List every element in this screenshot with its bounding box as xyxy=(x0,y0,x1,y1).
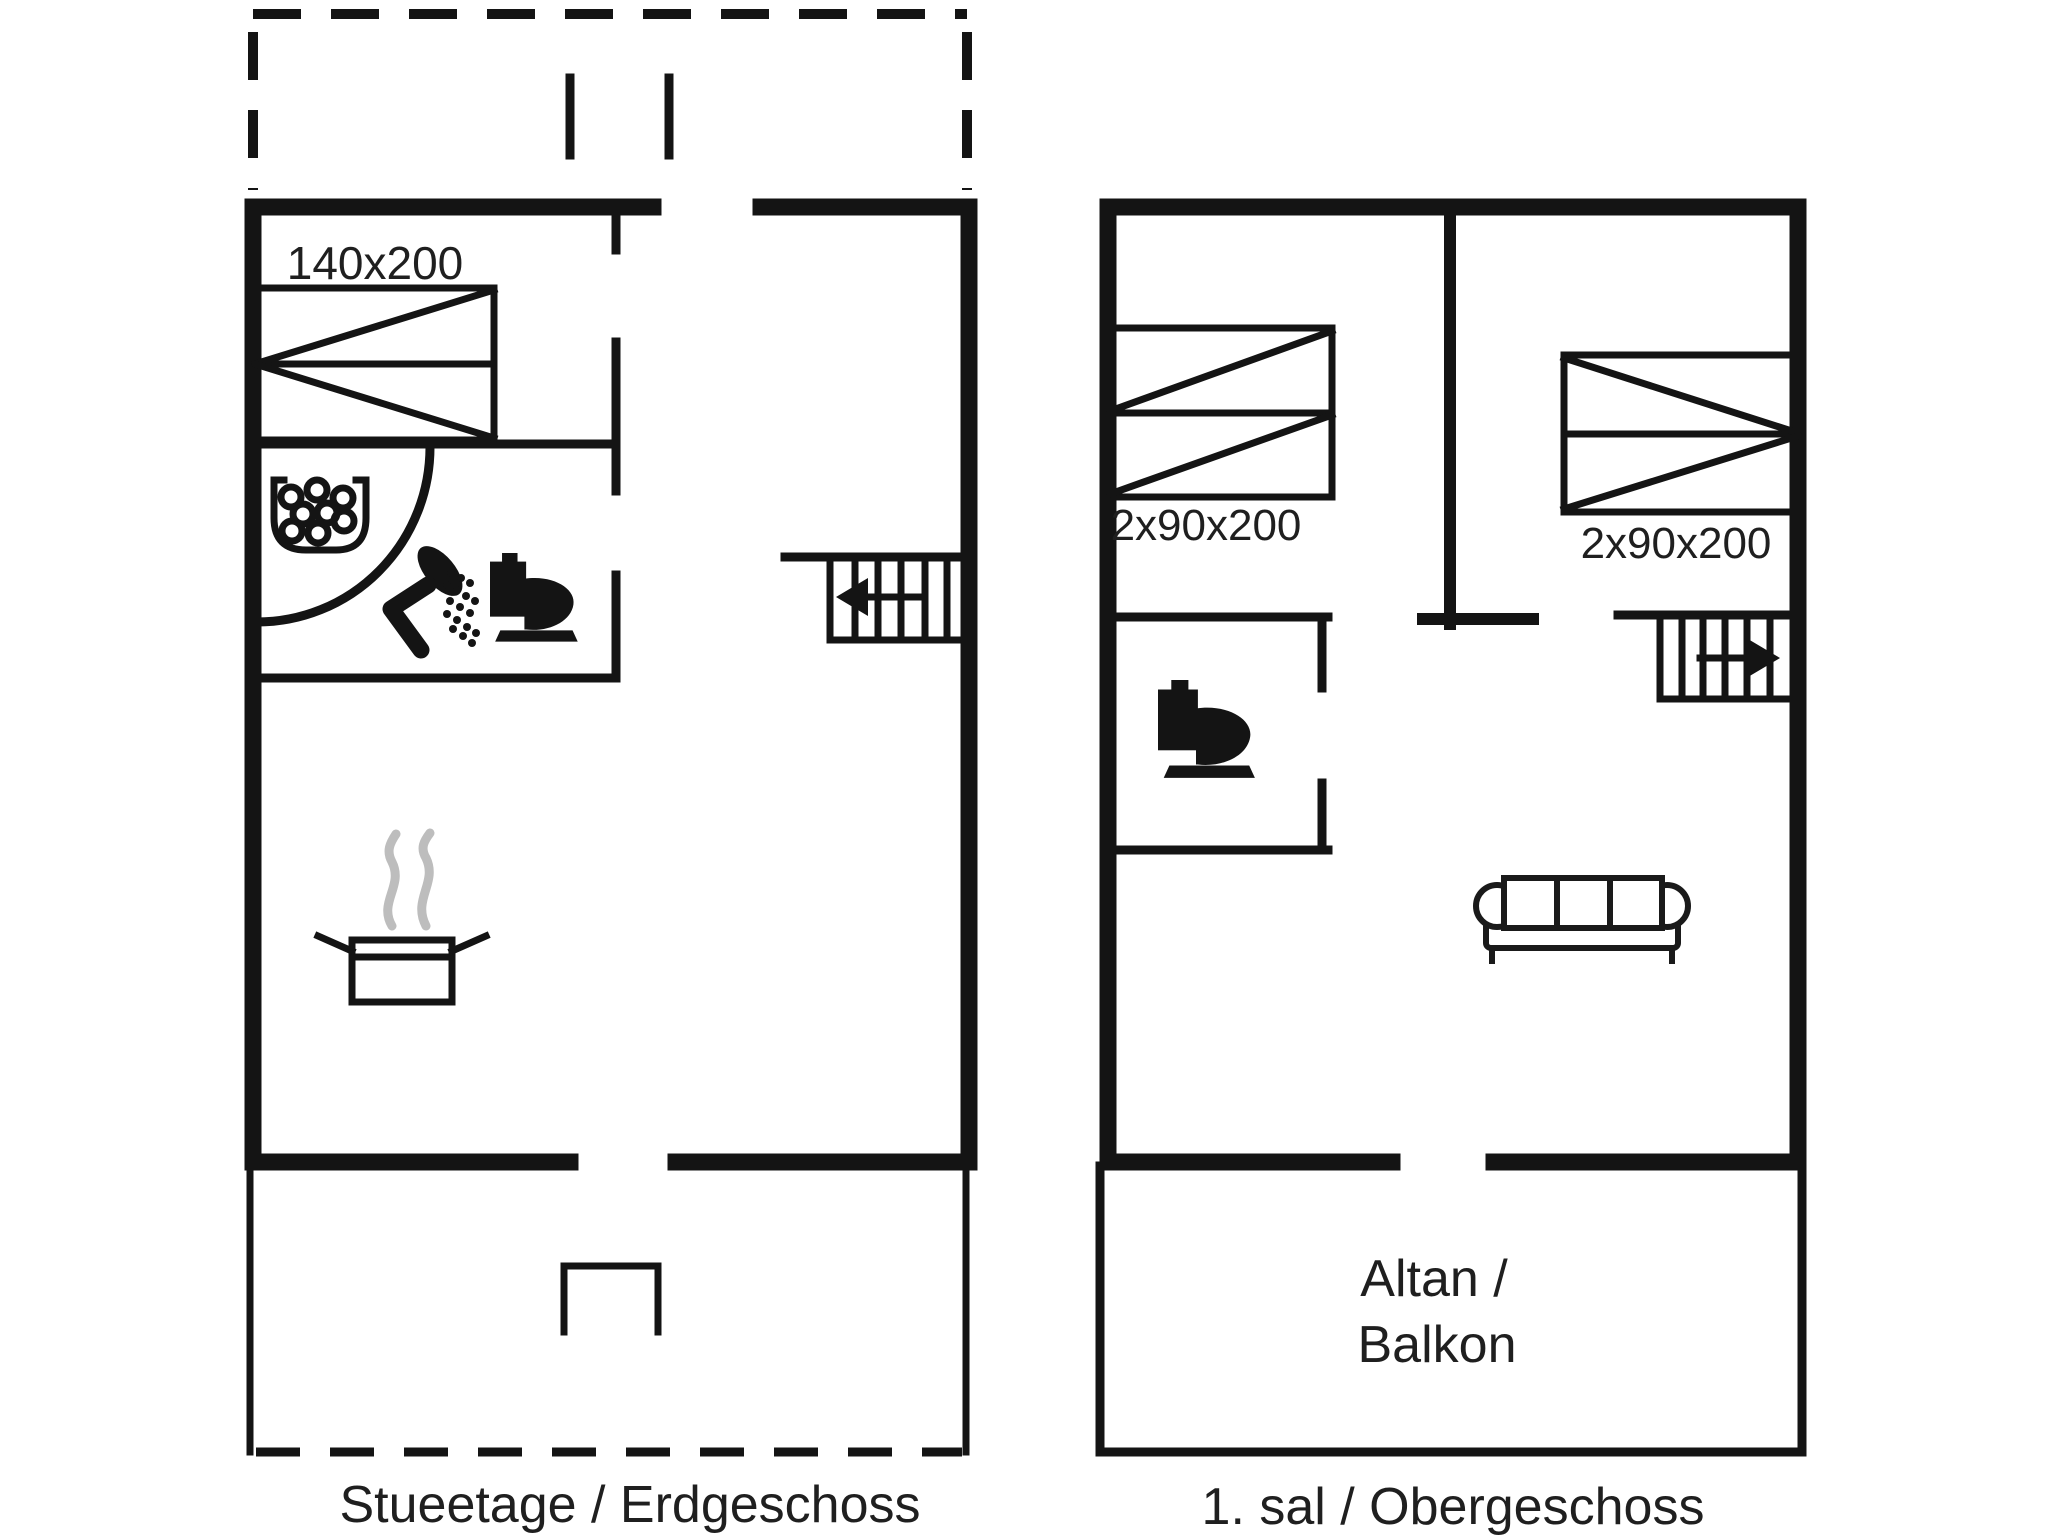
toilet-flush-button xyxy=(1171,680,1189,692)
washing-machine-icon xyxy=(270,476,370,554)
door-arc-icon xyxy=(252,442,435,627)
toilet-icon xyxy=(1158,680,1255,778)
upper-floor-plan: 2x90x200 2x90x200 xyxy=(1095,198,1807,1536)
pot-handle-right xyxy=(447,931,491,956)
bubble xyxy=(330,507,358,535)
terrace-bottom-dashed xyxy=(246,1166,970,1457)
steam-icon xyxy=(383,829,401,931)
bubbles xyxy=(277,476,358,547)
ground-floor-plan: 140x200 xyxy=(244,9,978,1534)
bubble xyxy=(303,476,331,504)
arrow-left-icon xyxy=(836,578,868,616)
upper-floor-caption: 1. sal / Obergeschoss xyxy=(1202,1478,1705,1536)
ground-interior-walls xyxy=(250,208,621,683)
sofa-icon xyxy=(1473,875,1691,964)
toilet-tank xyxy=(490,561,527,617)
shower-hose xyxy=(382,576,437,659)
pot-body xyxy=(348,936,456,1006)
pot-handle-left xyxy=(313,931,357,956)
bed-diagonal-bottom xyxy=(1105,410,1337,499)
double-bed-icon: 140x200 xyxy=(250,237,499,444)
toilet-base xyxy=(1163,765,1255,778)
toilet-icon xyxy=(490,553,578,642)
balcony: Altan / Balkon xyxy=(1095,1161,1807,1457)
stairs-icon xyxy=(780,552,964,644)
bubble xyxy=(304,519,332,547)
bed-diagonal-top xyxy=(1559,353,1803,438)
toilet-base xyxy=(495,630,578,642)
bed-diagonal-top xyxy=(1105,326,1337,416)
shower-icon xyxy=(382,546,480,659)
toilet-bowl xyxy=(524,578,574,630)
double-bed-icon: 2x90x200 xyxy=(1105,324,1337,550)
entrance-step xyxy=(560,1262,662,1336)
toilet-flush-button xyxy=(502,553,518,564)
bed-diagonal-bottom xyxy=(250,359,499,443)
shower-head xyxy=(417,546,463,596)
upper-interior-walls xyxy=(1103,207,1539,855)
double-bed-icon: 2x90x200 xyxy=(1559,351,1804,568)
stairs-icon xyxy=(1613,610,1799,703)
toilet-tank xyxy=(1158,689,1198,751)
ground-outer-walls xyxy=(244,198,978,1171)
balcony-label-line2: Balkon xyxy=(1358,1316,1517,1374)
bed-diagonal-top xyxy=(250,285,499,369)
bubble xyxy=(278,517,306,545)
bed-size-label: 140x200 xyxy=(287,237,464,289)
terrace-top-dashed xyxy=(248,9,972,190)
bed-diagonal-bottom xyxy=(1559,431,1803,514)
bubble xyxy=(277,483,305,511)
sofa-cushion-dividers xyxy=(1554,878,1613,928)
balcony-label-line1: Altan / xyxy=(1360,1250,1508,1308)
ground-floor-caption: Stueetage / Erdgeschoss xyxy=(339,1476,920,1534)
sofa-cushions xyxy=(1501,875,1665,931)
arrow-right-icon xyxy=(1748,639,1780,677)
bed-size-label: 2x90x200 xyxy=(1111,501,1302,550)
bed-size-label: 2x90x200 xyxy=(1581,519,1772,568)
sofa-legs xyxy=(1489,948,1675,964)
toilet-bowl xyxy=(1196,707,1251,765)
steam-icon xyxy=(417,828,435,931)
shower-spray xyxy=(443,569,480,647)
tub-outline xyxy=(270,478,370,554)
cooking-pot-icon xyxy=(313,828,491,1006)
